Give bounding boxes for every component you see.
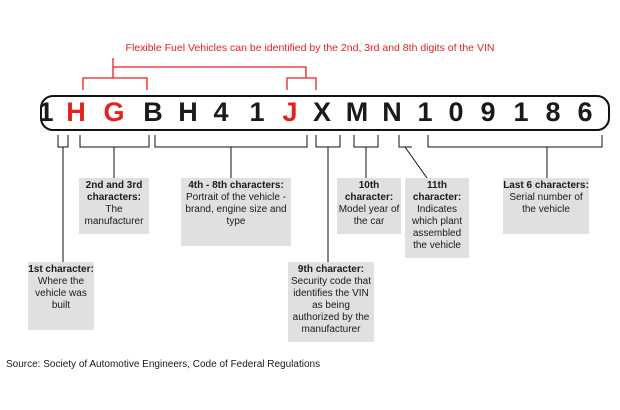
vin-bar <box>40 95 610 131</box>
vin-char-2: H <box>66 97 86 127</box>
box-body: Model year of the car <box>338 204 400 227</box>
box-body: Indicates which plant assembled the vehi… <box>411 204 463 251</box>
vin-char-16: 8 <box>545 97 561 127</box>
box-body: Portrait of the vehicle - brand, engine … <box>185 192 287 227</box>
ffv-bracket <box>82 58 317 90</box>
box-assembly-plant: 11th character: Indicates which plant as… <box>405 178 469 258</box>
box-head: 2nd and 3rd characters: <box>85 180 143 203</box>
vin-char-17: 6 <box>577 97 593 127</box>
vin-char-10: M <box>345 97 369 127</box>
box-portrait: 4th - 8th characters: Portrait of the ve… <box>181 178 291 246</box>
vin-char-5: H <box>178 97 198 127</box>
vin-char-11: N <box>382 97 402 127</box>
box-model-year: 10th character: Model year of the car <box>337 178 401 234</box>
box-head: 11th character: <box>412 180 462 203</box>
box-body: Serial number of the vehicle <box>509 192 583 215</box>
source-note: Source: Society of Automotive Engineers,… <box>6 359 321 370</box>
vin-char-9: X <box>312 97 331 127</box>
box-head: 10th character: <box>344 180 394 203</box>
box-body: Where the vehicle was built <box>35 276 87 311</box>
box-first-character: 1st character: Where the vehicle was bui… <box>28 262 94 330</box>
box-manufacturer: 2nd and 3rd characters: The manufacturer <box>79 178 149 234</box>
vin-char-8: J <box>282 97 298 127</box>
box-head: 9th character: <box>297 264 365 275</box>
box-head: Last 6 characters: <box>503 180 589 191</box>
box-head: 4th - 8th characters: <box>188 180 284 191</box>
vin-char-7: 1 <box>249 97 265 127</box>
box-body: The manufacturer <box>84 204 144 227</box>
vin-char-1: 1 <box>38 97 54 127</box>
vin-char-12: 1 <box>417 97 433 127</box>
vin-char-6: 4 <box>213 97 229 127</box>
vin-char-4: B <box>143 97 163 127</box>
ffv-note: Flexible Fuel Vehicles can be identified… <box>125 42 495 54</box>
box-serial-number: Last 6 characters: Serial number of the … <box>503 178 589 234</box>
box-head: 1st character: <box>28 264 94 275</box>
box-body: Security code that identifies the VIN as… <box>290 276 372 335</box>
box-security-code: 9th character: Security code that identi… <box>288 262 374 342</box>
vin-char-15: 1 <box>513 97 529 127</box>
vin-char-3: G <box>103 97 125 127</box>
field-brackets <box>57 135 603 262</box>
vin-char-13: 0 <box>448 97 464 127</box>
vin-char-14: 9 <box>480 97 496 127</box>
